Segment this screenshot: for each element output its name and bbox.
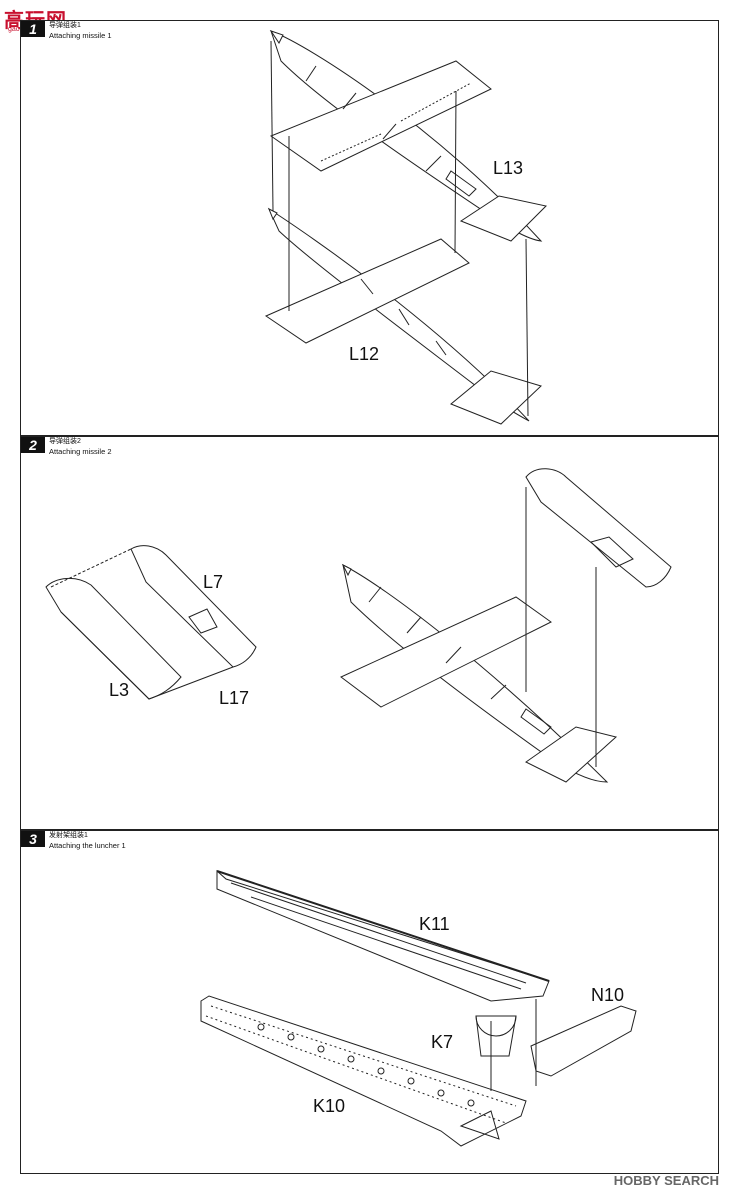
- step-1-badge: 1: [21, 21, 45, 37]
- part-label-l12: L12: [349, 344, 380, 364]
- part-label-k10: K10: [313, 1096, 346, 1116]
- step-1-drawing: [264, 30, 548, 425]
- step-2-title-cn: 导弹组装2: [49, 438, 81, 445]
- step-1-title-en: Attaching missile 1: [49, 31, 112, 40]
- step-2-drawing: [45, 468, 672, 783]
- part-label-n10: N10: [591, 985, 625, 1005]
- watermark: HOBBY SEARCH: [613, 1173, 719, 1188]
- step-3-drawing: [200, 869, 637, 1147]
- step-1-panel: 1 导弹组装1 Attaching missile 1: [20, 20, 719, 436]
- step-1-title-cn: 导弹组装1: [49, 22, 81, 29]
- part-label-l13: L13: [493, 158, 524, 178]
- step-2-badge: 2: [21, 437, 45, 453]
- part-label-k11: K11: [419, 914, 450, 934]
- part-label-k7: K7: [431, 1032, 454, 1052]
- part-label-l3: L3: [109, 680, 130, 700]
- step-2-panel: 2 导弹组装2 Attaching missile 2 L7 L: [20, 436, 719, 830]
- part-label-l7: L7: [203, 572, 224, 592]
- step-3-title-en: Attaching the luncher 1: [49, 841, 126, 850]
- step-3-badge: 3: [21, 831, 45, 847]
- part-label-l17: L17: [219, 688, 250, 708]
- step-3-title-cn: 发射架组装1: [49, 832, 88, 839]
- step-2-title-en: Attaching missile 2: [49, 447, 112, 456]
- step-3-panel: 3 发射架组装1 Attaching the luncher 1: [20, 830, 719, 1174]
